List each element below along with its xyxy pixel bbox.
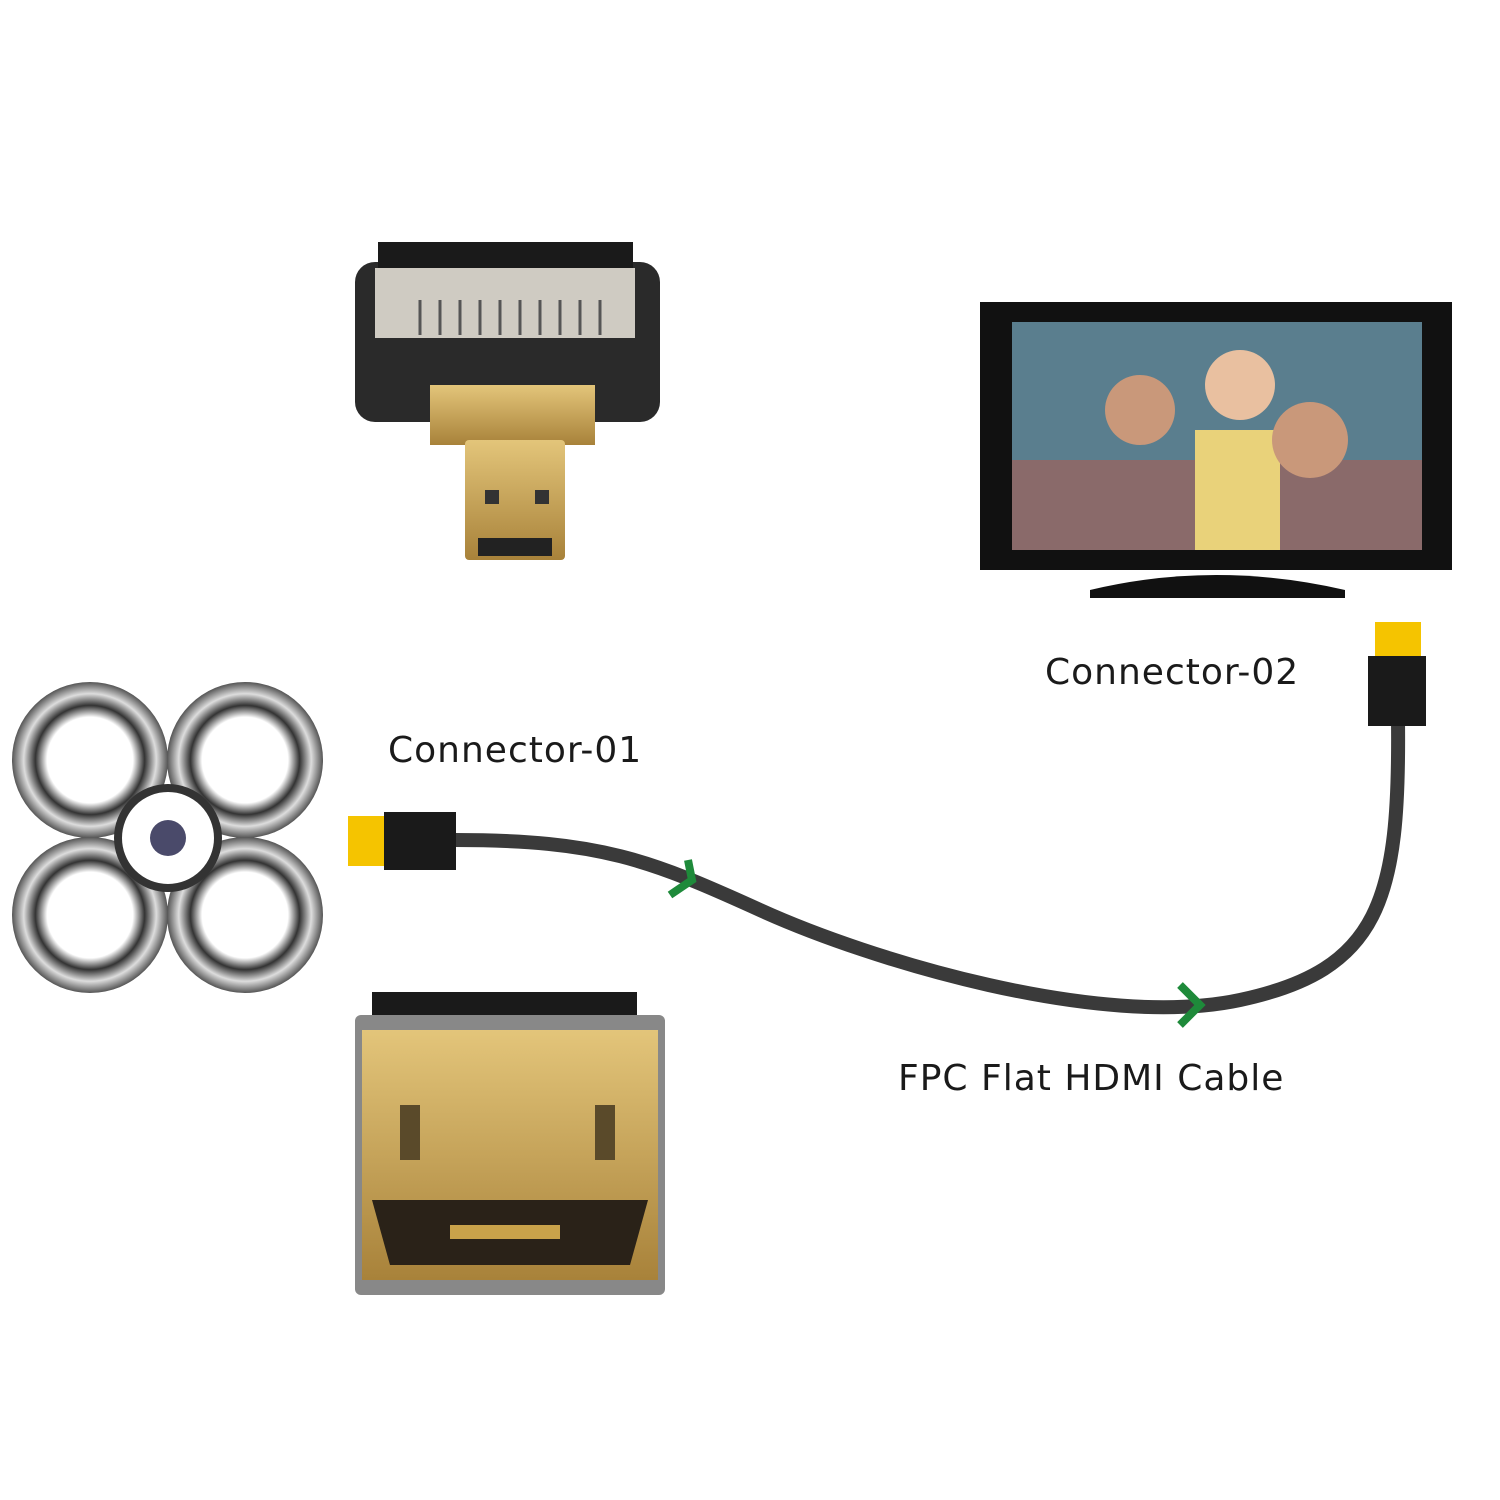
connector-02-label: Connector-02: [1045, 652, 1300, 693]
micro-hdmi-male-adapter: [355, 242, 660, 560]
fpc-cable: [454, 719, 1406, 1015]
hdmi-female-adapter: [355, 992, 665, 1295]
cable-label: FPC Flat HDMI Cable: [898, 1058, 1285, 1099]
plug-connector-02: [1368, 622, 1426, 726]
tv-monitor: [980, 302, 1452, 598]
drone-icon: [12, 682, 323, 993]
plug-connector-01: [348, 812, 456, 870]
direction-arrow-icon: [667, 859, 1206, 1028]
connector-01-label: Connector-01: [388, 730, 643, 771]
